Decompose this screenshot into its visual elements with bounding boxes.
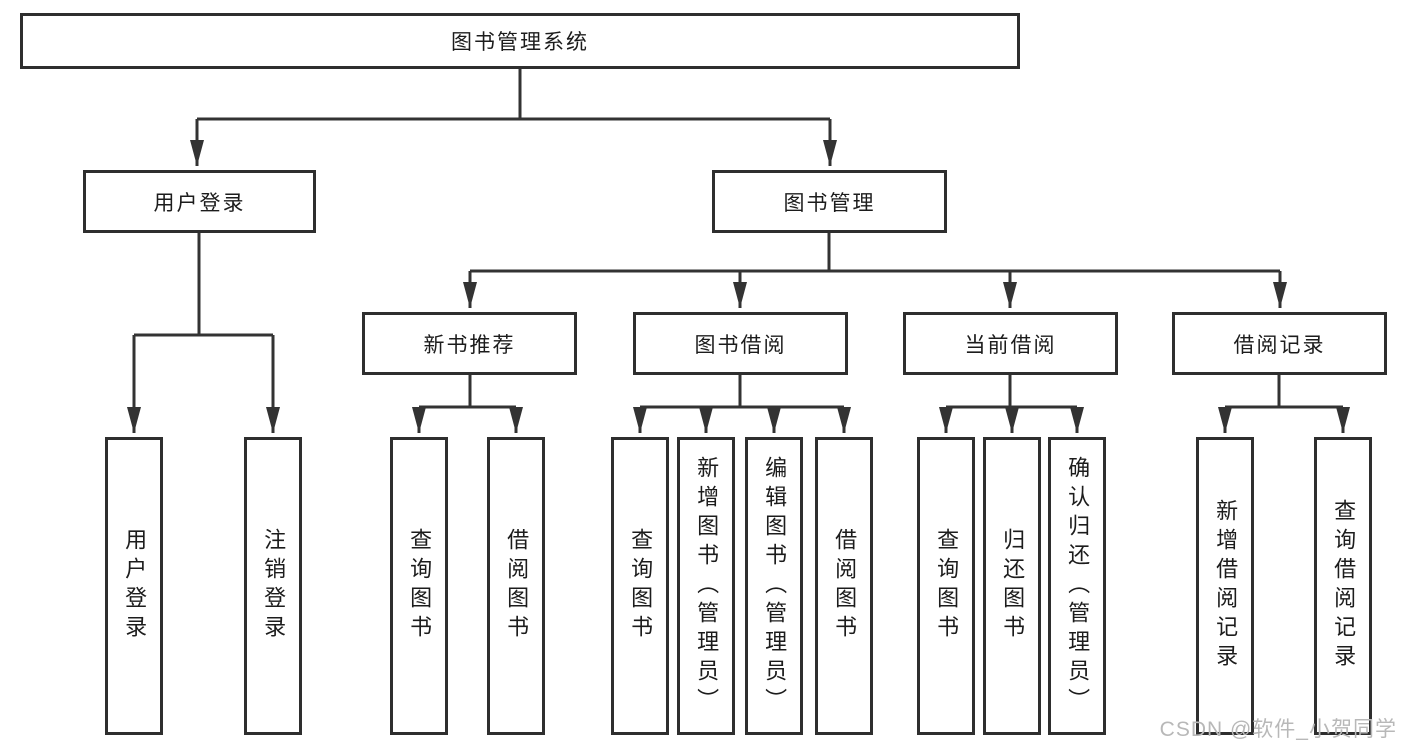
node-library-management-system: 图书管理系统: [20, 13, 1020, 69]
node-current-borrow: 当前借阅: [903, 312, 1118, 375]
leaf-label: 查询图书: [407, 528, 433, 644]
leaf-edit-book-admin: 编辑图书（管理员）: [745, 437, 803, 735]
leaf-label: 注销登录: [261, 528, 287, 644]
leaf-borrow-books: 借阅图书: [815, 437, 873, 735]
leaf-query-borrow-record: 查询借阅记录: [1314, 437, 1372, 735]
leaf-label: 借阅图书: [832, 528, 858, 644]
node-new-book-recommend: 新书推荐: [362, 312, 577, 375]
leaf-logout: 注销登录: [244, 437, 302, 735]
leaf-user-login: 用户登录: [105, 437, 163, 735]
leaf-label: 确认归还（管理员）: [1065, 455, 1091, 717]
leaf-borrow-books: 借阅图书: [487, 437, 545, 735]
leaf-label: 归还图书: [1000, 528, 1026, 644]
leaf-query-books: 查询图书: [390, 437, 448, 735]
node-borrow-records: 借阅记录: [1172, 312, 1387, 375]
leaf-label: 新增图书（管理员）: [694, 455, 720, 717]
leaf-label: 新增借阅记录: [1213, 499, 1239, 673]
leaf-label: 借阅图书: [504, 528, 530, 644]
watermark-text: CSDN @软件_小贺同学: [1159, 718, 1397, 741]
leaf-label: 编辑图书（管理员）: [762, 455, 788, 717]
node-user-login: 用户登录: [83, 170, 316, 233]
leaf-label: 查询图书: [628, 528, 654, 644]
leaf-add-borrow-record: 新增借阅记录: [1196, 437, 1254, 735]
leaf-return-books: 归还图书: [983, 437, 1041, 735]
node-book-borrow: 图书借阅: [633, 312, 848, 375]
leaf-label: 查询图书: [934, 528, 960, 644]
node-book-management: 图书管理: [712, 170, 947, 233]
leaf-label: 查询借阅记录: [1331, 499, 1357, 673]
leaf-confirm-return-admin: 确认归还（管理员）: [1048, 437, 1106, 735]
leaf-query-books: 查询图书: [611, 437, 669, 735]
leaf-label: 用户登录: [122, 528, 148, 644]
leaf-query-books: 查询图书: [917, 437, 975, 735]
leaf-add-book-admin: 新增图书（管理员）: [677, 437, 735, 735]
